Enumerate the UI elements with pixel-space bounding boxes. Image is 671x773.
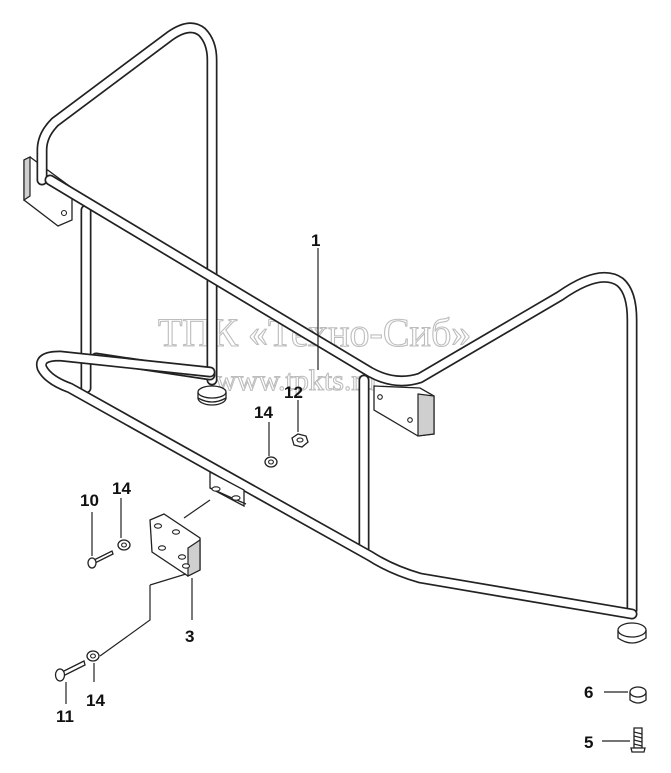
callout-5: 5 [584,733,593,752]
left-mount-bracket [23,156,73,227]
right-mount-plate [373,385,435,437]
callout-14-middle: 14 [112,479,131,498]
leader-bracket-to-frame [183,499,211,519]
callout-6: 6 [584,683,593,702]
callout-11: 11 [56,707,74,726]
leader-bolt-to-bracket [99,573,187,657]
bump-stop-6 [629,686,647,704]
washer-14-lower [86,650,100,662]
callout-3: 3 [185,627,194,646]
bolt-11 [54,660,86,682]
bracket-part-3 [149,513,201,577]
screw-5 [630,727,646,753]
foot-pad-rear [197,385,227,406]
nut-12 [291,433,309,448]
callout-14-upper: 14 [254,403,273,422]
callout-14-lower: 14 [86,691,105,710]
washer-14-middle [117,539,131,551]
frame-lower-bracket [209,470,247,508]
callout-12: 12 [284,383,303,402]
watermark-url: www.tpkts.ru [215,364,376,397]
tubular-frame [35,22,638,620]
foot-pad-front [617,622,647,644]
callout-10: 10 [80,491,99,510]
washer-14-upper [264,456,278,468]
callout-1: 1 [311,231,320,250]
bolt-10 [87,550,114,569]
